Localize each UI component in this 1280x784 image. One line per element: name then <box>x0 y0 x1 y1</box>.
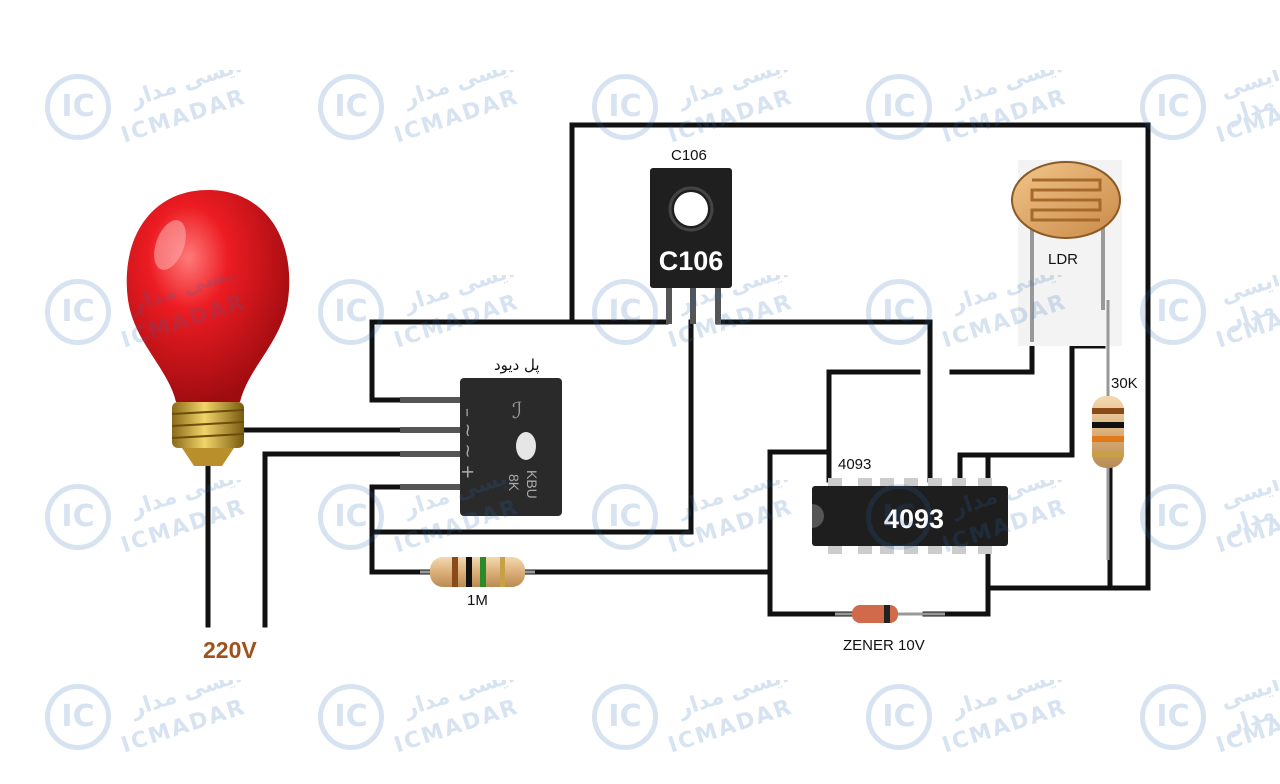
wire-scr-anode <box>715 319 933 483</box>
bulb <box>126 190 290 466</box>
resistor-1m <box>420 557 535 587</box>
wires <box>205 122 1151 628</box>
voltage-label: 220V <box>203 637 257 663</box>
resistor-1m-label: 1M <box>467 592 488 609</box>
zener-diode <box>835 605 945 623</box>
wire-1m <box>369 529 433 575</box>
ic-top-label: 4093 <box>838 456 872 473</box>
bridge-caption: پل دیود <box>494 356 540 374</box>
ic-4093 <box>812 478 1008 554</box>
bridge-pins-label: – ~ ~ + <box>457 408 478 480</box>
scr-c106 <box>650 168 732 324</box>
bridge-rectifier: ℐ <box>400 378 562 516</box>
wire-ic-left <box>767 449 858 617</box>
svg-text:ℐ: ℐ <box>512 399 522 424</box>
wire-bulb-bridge-2 <box>262 451 403 628</box>
resistor-30k-label: 30K <box>1111 375 1138 392</box>
wire-ic-input <box>826 369 921 483</box>
bridge-mark-8k: 8K <box>506 474 522 492</box>
bridge-mark-kbu: KBU <box>524 470 540 499</box>
wire-scr-cathode <box>369 319 669 403</box>
wire-zener-right <box>922 553 991 617</box>
wire-top-loop <box>569 122 1151 591</box>
wire-ldr-ic <box>949 337 1035 375</box>
ic-body-label: 4093 <box>884 504 945 534</box>
resistor-30k <box>1092 300 1124 560</box>
ldr <box>1011 160 1122 346</box>
ldr-label: LDR <box>1048 251 1079 268</box>
scr-top-label: C106 <box>671 147 707 164</box>
scr-body-label: C106 <box>658 246 724 276</box>
zener-label: ZENER 10V <box>843 637 925 654</box>
wire-30k-ic-b <box>957 452 1043 483</box>
